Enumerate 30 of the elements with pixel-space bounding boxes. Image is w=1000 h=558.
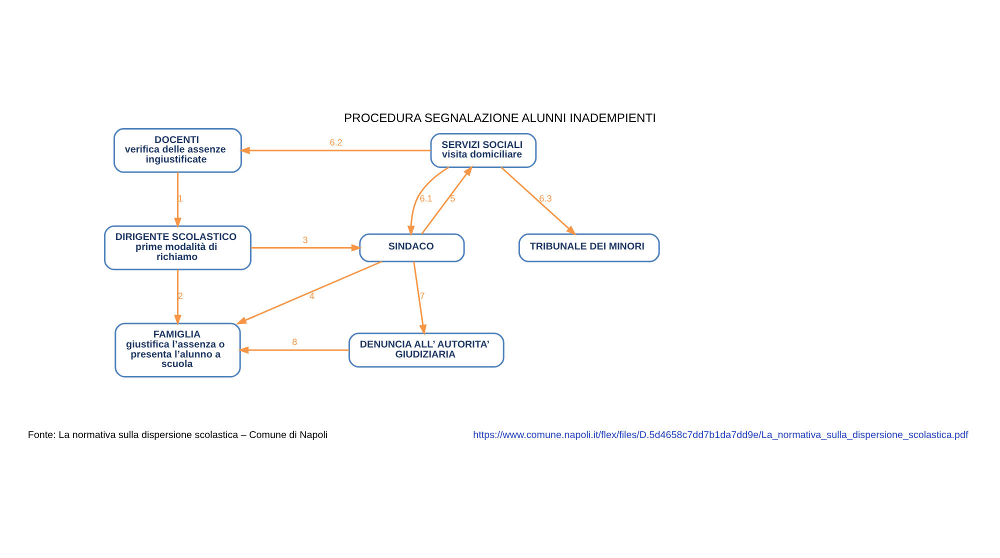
- arrow: [174, 270, 182, 326]
- diagram-title: PROCEDURA SEGNALAZIONE ALUNNI INADEMPIENTI: [344, 110, 656, 125]
- edge-label: 4: [309, 290, 315, 301]
- edge-label: 8: [292, 337, 298, 348]
- arrow: [500, 166, 577, 236]
- edge-label: 1: [178, 194, 183, 204]
- edge-label: 7: [420, 290, 425, 301]
- arrow: [250, 244, 362, 252]
- label: https://www.comune.napoli.it/flex/files/D.5d4658c7dd7b1da7dd9e/La_normativa_sulla_dispersione_scolastica.pdf: [473, 430, 968, 441]
- edge-label: 6.3: [539, 194, 552, 204]
- node-box: TRIBUNALE DEI MINORI: [518, 233, 660, 262]
- arrow: [238, 346, 350, 354]
- arrow: [236, 260, 382, 324]
- arrow: [413, 261, 427, 336]
- edge-label: 6.2: [330, 138, 342, 148]
- node-box: DIRIGENTE SCOLASTICO prime modalità di richiamo: [104, 225, 252, 270]
- arrow: [421, 165, 473, 234]
- edge-label: 5: [450, 194, 456, 204]
- node-box: FAMIGLIA giustifica l’assenza o presenta l’alunno a scuola: [114, 322, 241, 378]
- edge-label: 2: [178, 290, 183, 301]
- node-box: DOCENTI verifica delle assenze ingiustificate: [114, 128, 242, 173]
- node-box: SERVIZI SOCIALI visita domiciliare: [430, 133, 537, 168]
- arrow: [239, 146, 431, 154]
- arrow: [174, 172, 182, 228]
- caption: Fonte: La normativa sulla dispersione scolastica – Comune di Napoli: [28, 430, 328, 441]
- node-box: DENUNCIA ALL’ AUTORITA’ GIUDIZIARIA: [348, 332, 504, 368]
- node-box: SINDACO: [359, 233, 465, 262]
- edge-label: 3: [302, 234, 308, 245]
- edge-label: 6.1: [420, 194, 432, 204]
- arrow: [407, 166, 450, 236]
